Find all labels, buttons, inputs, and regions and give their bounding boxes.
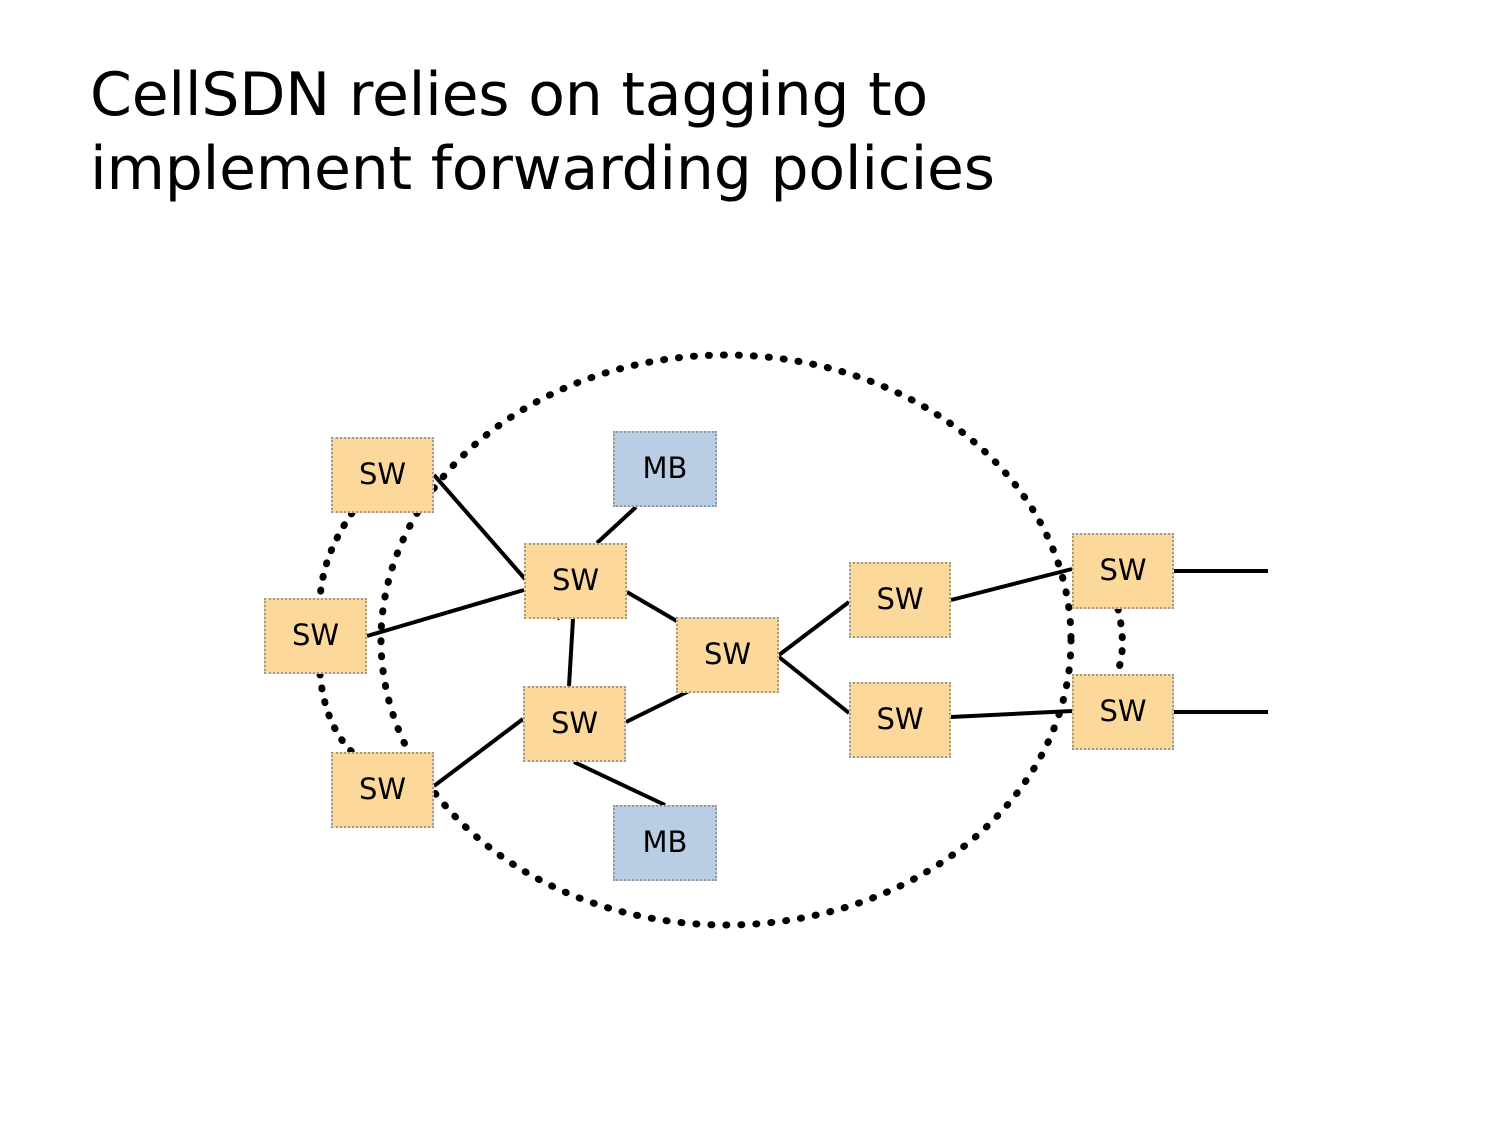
link-sw7-sw9 — [950, 567, 1073, 602]
switch-node-sw5[interactable]: SW — [523, 686, 626, 762]
switch-node-sw2[interactable]: SW — [264, 598, 367, 674]
link-sw6-sw7 — [777, 600, 851, 657]
node-label: SW — [358, 456, 407, 491]
switch-node-sw8[interactable]: SW — [849, 682, 951, 758]
page-title: CellSDN relies on tagging to implement f… — [90, 60, 995, 205]
link-sw5-mb2 — [573, 760, 666, 807]
node-label: SW — [1099, 552, 1147, 587]
node-label: MB — [642, 450, 688, 485]
link-sw8-sw10 — [950, 709, 1073, 719]
link-sw4-mb1 — [595, 505, 638, 545]
node-label: SW — [358, 771, 407, 806]
switch-node-sw7[interactable]: SW — [849, 562, 951, 638]
link-sw5-sw3 — [432, 717, 525, 788]
node-label: MB — [642, 824, 688, 859]
node-label: SW — [550, 705, 599, 740]
link-sw2-sw3-dotted — [316, 670, 356, 756]
switch-node-sw6[interactable]: SW — [676, 617, 779, 693]
switch-node-sw4[interactable]: SW — [524, 543, 627, 619]
link-sw4-sw5 — [567, 618, 575, 687]
link-sw9-sw10-dotted — [1113, 605, 1126, 678]
link-sw6-sw8 — [777, 655, 851, 715]
middlebox-node-mb2[interactable]: MB — [613, 805, 717, 881]
link-sw1-sw2-dotted — [316, 509, 356, 602]
link-sw2-sw4 — [366, 588, 525, 638]
node-label: SW — [876, 701, 924, 736]
dotted-links — [316, 509, 1126, 756]
switch-node-sw10[interactable]: SW — [1072, 674, 1174, 750]
middlebox-node-mb1[interactable]: MB — [613, 431, 717, 507]
node-label: SW — [1099, 693, 1147, 728]
switch-node-sw1[interactable]: SW — [331, 437, 434, 513]
network-boundary-ellipse — [377, 351, 1075, 929]
switch-node-sw3[interactable]: SW — [331, 752, 434, 828]
node-label: SW — [551, 562, 600, 597]
switch-node-sw9[interactable]: SW — [1072, 533, 1174, 609]
node-label: SW — [876, 581, 924, 616]
node-label: SW — [703, 636, 752, 671]
node-label: SW — [291, 617, 340, 652]
external-links — [1174, 569, 1268, 714]
